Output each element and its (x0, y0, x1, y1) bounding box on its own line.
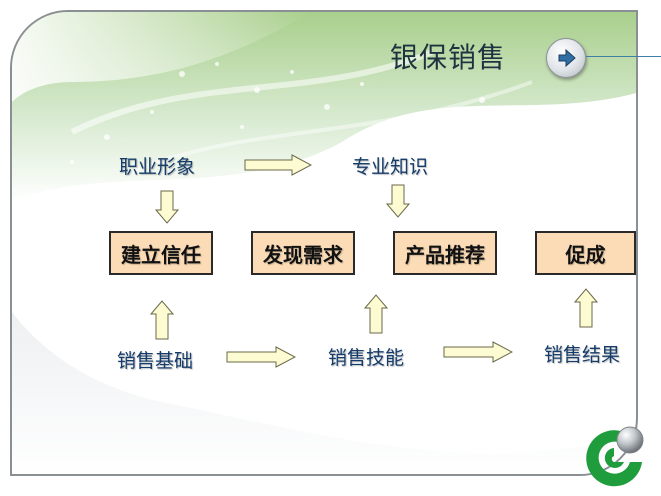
company-logo (586, 426, 644, 487)
background-decoration (12, 12, 636, 474)
step-discover-needs: 发现需求 (251, 231, 355, 275)
label-sales-skills: 销售技能 (328, 347, 405, 369)
label-professional-image: 职业形象 (119, 156, 196, 178)
arrow-right-icon (244, 154, 312, 176)
label-sales-foundation: 销售基础 (117, 350, 194, 372)
step-close-deal: 促成 (535, 231, 636, 275)
arrow-right-icon (443, 341, 513, 363)
step-product-recommendation: 产品推荐 (393, 231, 497, 275)
slide-title: 银保销售 (390, 41, 507, 74)
arrow-right-icon (558, 48, 576, 68)
arrow-down-icon (155, 190, 179, 224)
step-build-trust: 建立信任 (109, 231, 213, 275)
arrow-up-icon (574, 288, 598, 328)
arrow-right-icon (226, 346, 296, 368)
arrow-down-icon (386, 184, 410, 218)
label-professional-knowledge: 专业知识 (352, 156, 429, 178)
next-slide-button[interactable] (546, 38, 586, 78)
arrow-up-icon (364, 294, 388, 334)
arrow-up-icon (150, 300, 174, 340)
title-underline (586, 56, 661, 57)
label-sales-results: 销售结果 (544, 344, 621, 366)
